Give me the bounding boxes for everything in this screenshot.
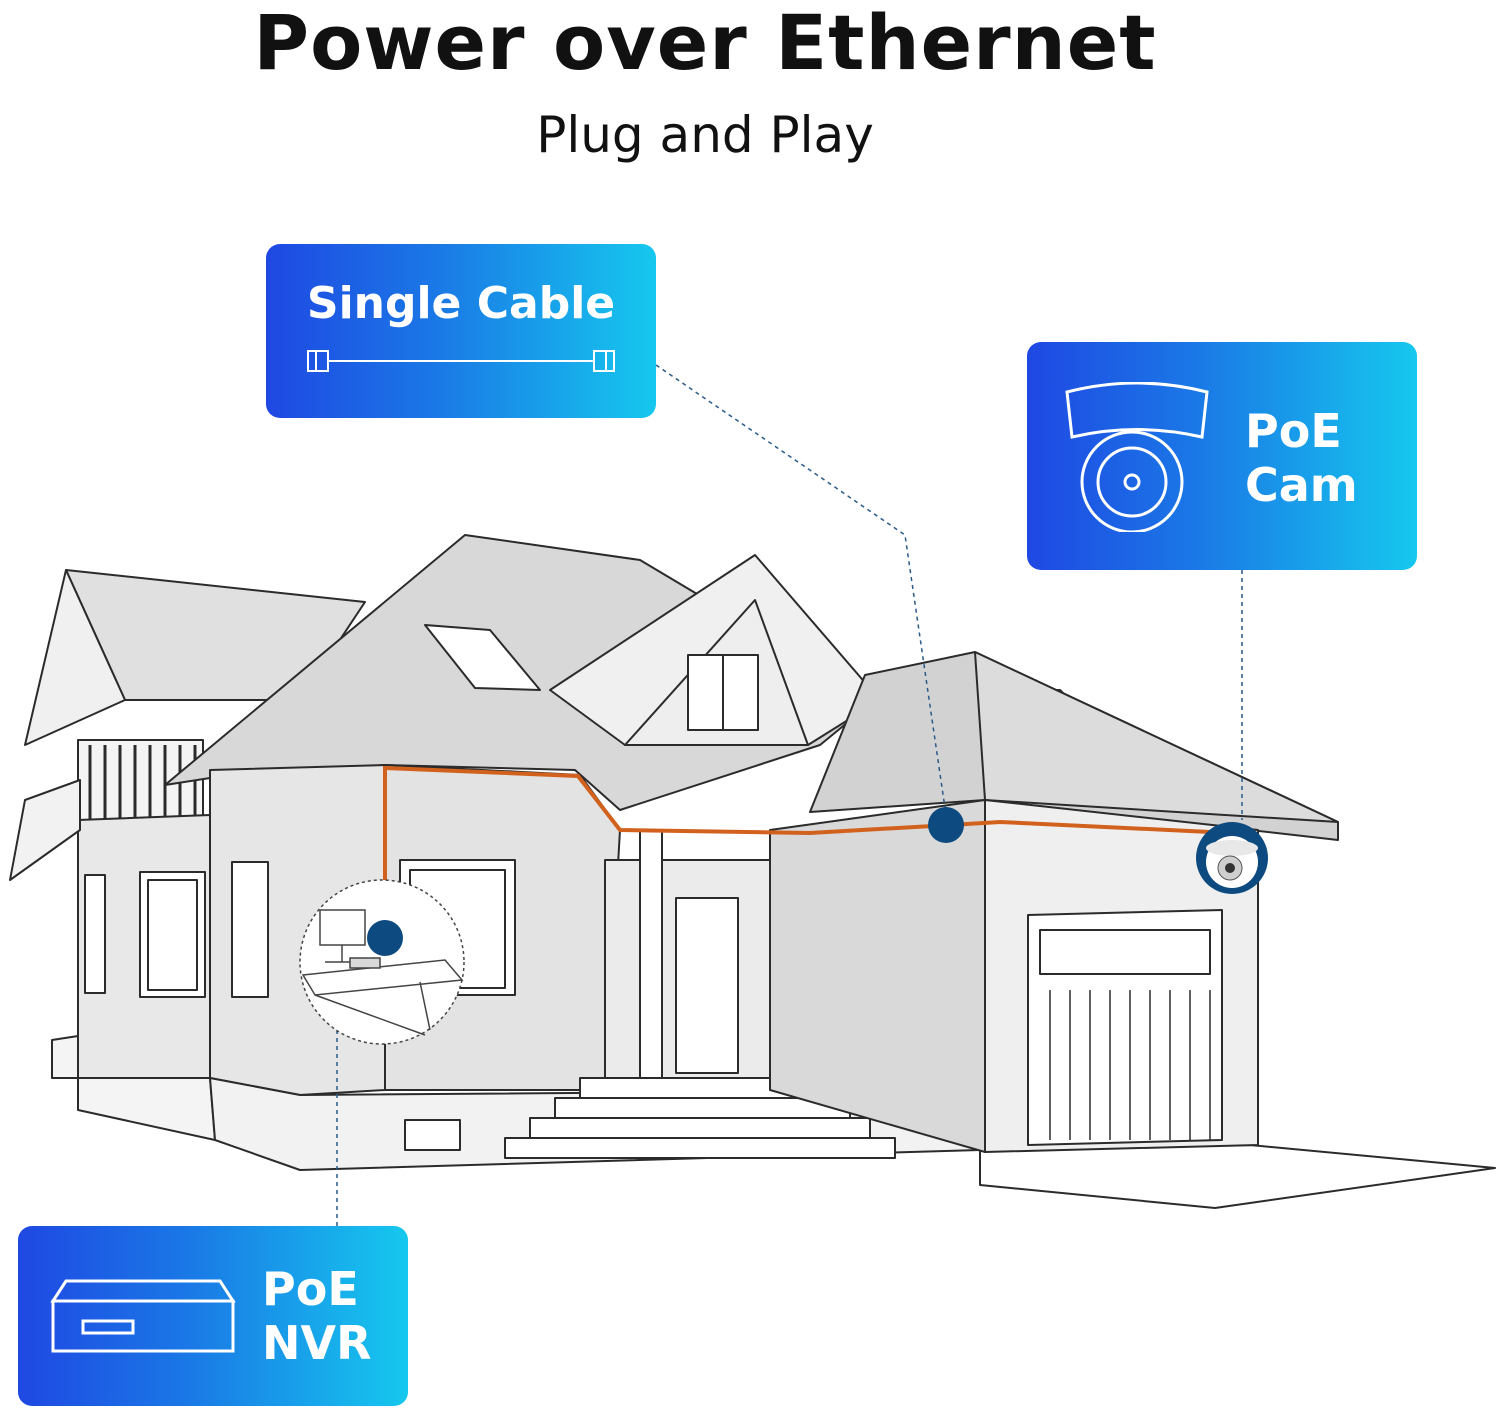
- garage-side-wall: [769, 799, 986, 1153]
- cable-icon: [307, 350, 615, 372]
- nvr-inset: [299, 879, 465, 1045]
- poe-cam-label: PoE Cam: [1245, 404, 1358, 512]
- poe-nvr-label: PoE NVR: [262, 1262, 372, 1370]
- page-subtitle: Plug and Play: [536, 106, 874, 164]
- dome-camera-icon: [1065, 382, 1209, 532]
- single-cable-callout: Single Cable: [266, 244, 656, 418]
- poe-nvr-line2: NVR: [262, 1316, 372, 1370]
- poe-cam-line1: PoE: [1245, 404, 1342, 458]
- nvr-marker: [367, 920, 403, 956]
- poe-cam-callout: PoE Cam: [1027, 342, 1417, 570]
- network-cable: [383, 765, 1211, 935]
- camera-marker: [1196, 822, 1268, 894]
- poe-nvr-line1: PoE: [262, 1262, 359, 1316]
- single-cable-label: Single Cable: [306, 278, 616, 329]
- poe-cam-line2: Cam: [1245, 458, 1358, 512]
- driveway: [979, 1144, 1496, 1209]
- cable-marker: [928, 807, 964, 843]
- page-title: Power over Ethernet: [253, 0, 1157, 87]
- nvr-box-icon: [50, 1279, 236, 1353]
- skylight-1: [424, 624, 541, 691]
- poe-nvr-callout: PoE NVR: [18, 1226, 408, 1406]
